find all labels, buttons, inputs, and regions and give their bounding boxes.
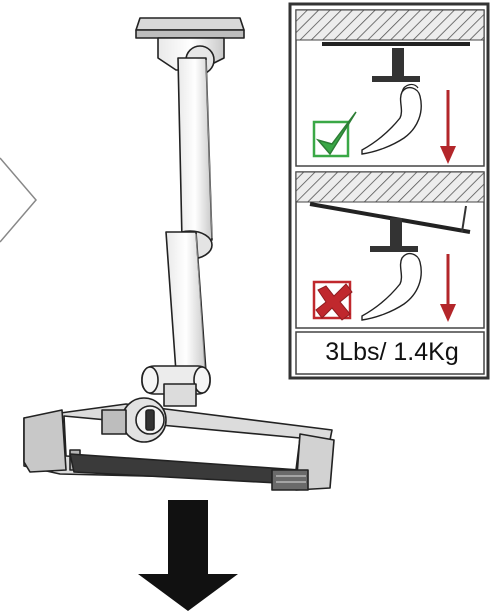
down-arrow-icon	[138, 500, 238, 611]
instruction-panel	[288, 2, 490, 380]
ceiling-mount-drawing	[23, 17, 335, 491]
checkmark-icon	[315, 111, 357, 156]
correct-usage-box	[295, 9, 485, 167]
weight-limit-box	[295, 331, 485, 375]
x-mark-icon	[315, 283, 353, 321]
incorrect-usage-box	[295, 171, 485, 329]
left-chevron-icon	[0, 157, 37, 243]
